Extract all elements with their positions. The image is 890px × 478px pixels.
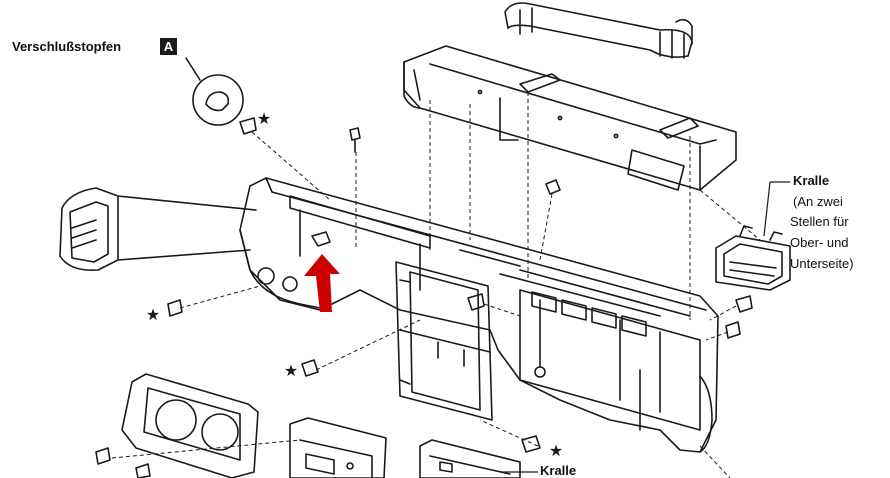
star-marker: ★	[146, 307, 160, 324]
label-leaders	[500, 181, 790, 473]
left-side-vent	[59, 187, 257, 272]
plug-marker-badge: A	[160, 38, 177, 55]
grab-handle	[504, 2, 693, 59]
leader-lines	[111, 92, 761, 478]
center-bracket	[395, 261, 493, 421]
instrument-cluster-hood	[121, 373, 259, 478]
right-side-vent	[715, 225, 791, 291]
star-marker: ★	[549, 443, 563, 460]
plug-callout	[185, 57, 244, 126]
upper-dash-pad	[403, 45, 737, 191]
star-marker: ★	[257, 111, 271, 128]
kralle-right-label: Kralle	[793, 173, 830, 188]
note-line-1: (An zwei	[793, 194, 843, 209]
note-line-3: Ober- und	[790, 235, 849, 250]
star-markers: ★ ★ ★ ★	[146, 111, 563, 460]
dashboard-frame	[239, 177, 719, 453]
climate-control-panel	[419, 439, 521, 478]
note-line-4: Unterseite)	[790, 256, 854, 271]
note-line-2: Stellen für	[790, 214, 849, 229]
plug-title-label: Verschlußstopfen	[12, 39, 122, 54]
clips	[95, 117, 753, 478]
red-arrow	[304, 254, 340, 312]
star-marker: ★	[284, 363, 298, 380]
kralle-bottom-label: Kralle	[540, 463, 577, 478]
radio-unit	[289, 417, 387, 478]
